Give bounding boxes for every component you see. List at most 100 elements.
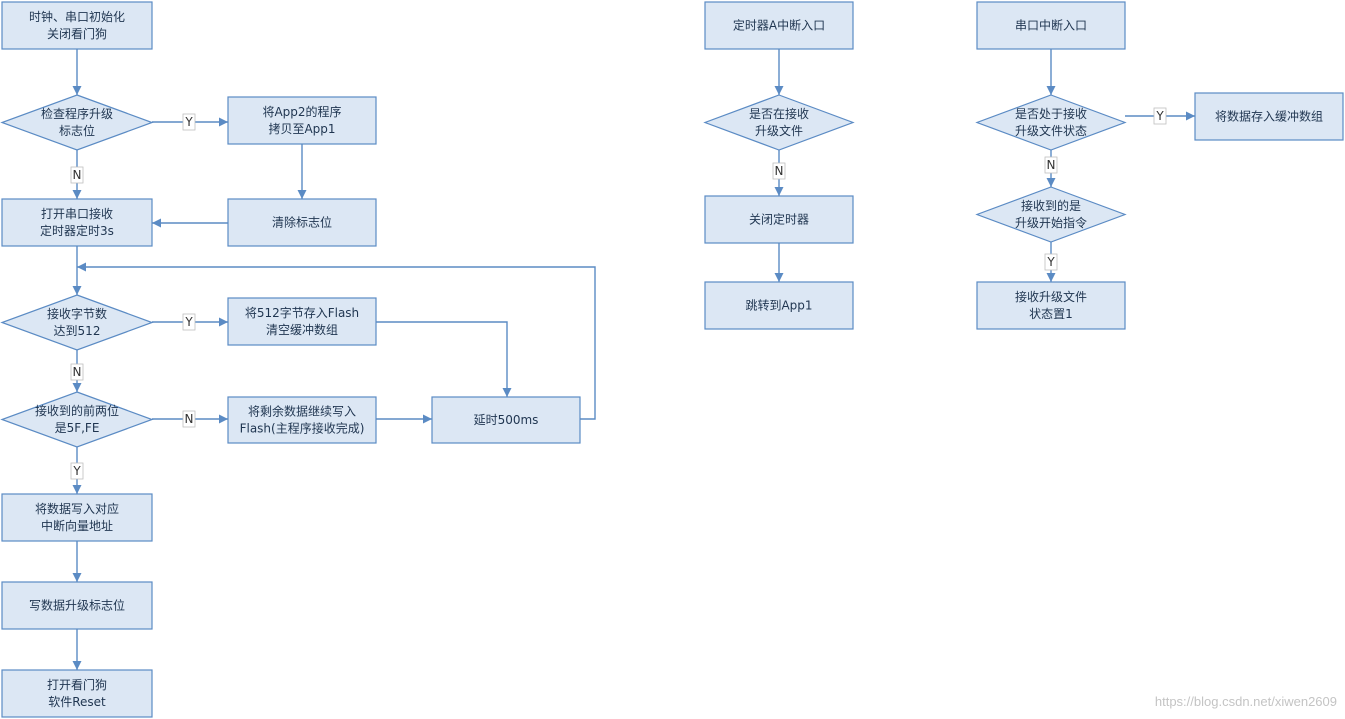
edge-label-text: Y — [1155, 109, 1164, 123]
edge-label-n: N — [772, 162, 786, 180]
process-shape — [227, 297, 377, 346]
edge-label-text: Y — [184, 315, 193, 329]
edge-label-box — [772, 162, 786, 180]
decision-shape — [0, 94, 154, 151]
process-shape — [431, 396, 581, 444]
edge-label-n: N — [1044, 156, 1058, 174]
arrowhead — [1186, 111, 1195, 121]
node-label: 达到512 — [54, 324, 101, 338]
process-n9: 将剩余数据继续写入 Flash(主程序接收完成) — [227, 396, 377, 444]
edge-u1-to-u2 — [1046, 49, 1056, 95]
process-shape — [704, 281, 854, 330]
edge-n4-to-n5 — [152, 218, 228, 228]
node-label: 标志位 — [59, 123, 95, 138]
decision-shape — [0, 294, 154, 351]
node-label: 升级开始指令 — [1015, 215, 1087, 230]
edge-label-text: Y — [184, 115, 193, 129]
edge-label-text: N — [73, 168, 82, 182]
node-label: 升级文件 — [755, 123, 803, 138]
edge-label-box — [182, 313, 196, 331]
process-n10: 延时500ms — [431, 396, 581, 444]
node-label: 是否处于接收 — [1015, 106, 1087, 121]
node-label: 将剩余数据继续写入 — [248, 404, 356, 419]
arrowhead — [774, 187, 784, 196]
edge-label-n: N — [182, 410, 196, 428]
node-label: 打开串口接收 — [41, 206, 113, 221]
arrowhead — [297, 190, 307, 199]
process-u1: 串口中断入口 — [976, 1, 1126, 50]
arrowhead — [72, 573, 82, 582]
edge-label-box — [1044, 253, 1058, 271]
arrowhead — [774, 273, 784, 282]
edge-label-text: N — [1047, 158, 1056, 172]
node-label: 状态置1 — [1029, 307, 1073, 321]
node-label: 跳转到App1 — [745, 298, 812, 313]
node-label: 将数据存入缓冲数组 — [1215, 109, 1323, 124]
arrowhead — [774, 86, 784, 95]
edge-line — [376, 321, 508, 397]
edge-t1-to-t2 — [774, 49, 784, 95]
node-label: 清空缓冲数组 — [266, 322, 338, 337]
node-label: Flash(主程序接收完成) — [240, 421, 365, 436]
edge-label-box — [182, 113, 196, 131]
process-shape — [227, 96, 377, 145]
arrowhead — [219, 117, 228, 127]
edge-label-box — [70, 462, 84, 480]
edge-label-text: Y — [1046, 255, 1055, 269]
process-shape — [704, 1, 854, 50]
edge-n10-to-loop — [77, 262, 596, 420]
node-label: 关闭定时器 — [749, 212, 809, 227]
decision-shape — [0, 391, 154, 448]
node-label: 延时500ms — [474, 413, 539, 427]
arrowhead — [72, 286, 82, 295]
node-label: 是否在接收 — [749, 106, 809, 121]
process-shape — [227, 198, 377, 247]
process-t4: 跳转到App1 — [704, 281, 854, 330]
node-label: 清除标志位 — [272, 215, 332, 230]
arrowhead — [72, 86, 82, 95]
process-shape — [1, 581, 153, 630]
edge-label-y: Y — [1044, 253, 1058, 271]
edge-label-n: N — [70, 363, 84, 381]
watermark: https://blog.csdn.net/xiwen2609 — [1154, 694, 1337, 709]
arrowhead — [72, 190, 82, 199]
node-label: 中断向量地址 — [41, 518, 113, 533]
process-t1: 定时器A中断入口 — [704, 1, 854, 50]
decision-shape — [975, 186, 1127, 243]
arrowhead — [502, 388, 512, 397]
edge-n12-to-n13 — [72, 629, 82, 670]
arrowhead — [152, 218, 161, 228]
node-label: 定时器A中断入口 — [733, 18, 825, 33]
node-label: 接收到的是 — [1021, 198, 1081, 213]
edge-label-text: N — [185, 412, 194, 426]
process-shape — [976, 1, 1126, 50]
edge-label-text: N — [775, 164, 784, 178]
node-label: 是5F,FE — [55, 421, 100, 435]
edge-label-y: Y — [182, 313, 196, 331]
node-label: 接收升级文件 — [1015, 289, 1087, 304]
node-label: 将数据写入对应 — [35, 501, 119, 516]
process-shape — [1, 1, 153, 50]
decision-shape — [975, 94, 1127, 151]
process-n4: 清除标志位 — [227, 198, 377, 247]
node-label: 接收到的前两位 — [35, 403, 119, 418]
process-shape — [1194, 92, 1344, 141]
node-label: 将512字节存入Flash — [245, 305, 359, 320]
process-u3: 将数据存入缓冲数组 — [1194, 92, 1344, 141]
node-label: 接收字节数 — [47, 306, 107, 321]
node-label: 拷贝至App1 — [268, 121, 335, 136]
node-label: 检查程序升级 — [41, 106, 113, 121]
node-label: 写数据升级标志位 — [29, 598, 125, 613]
arrowhead — [423, 414, 432, 424]
